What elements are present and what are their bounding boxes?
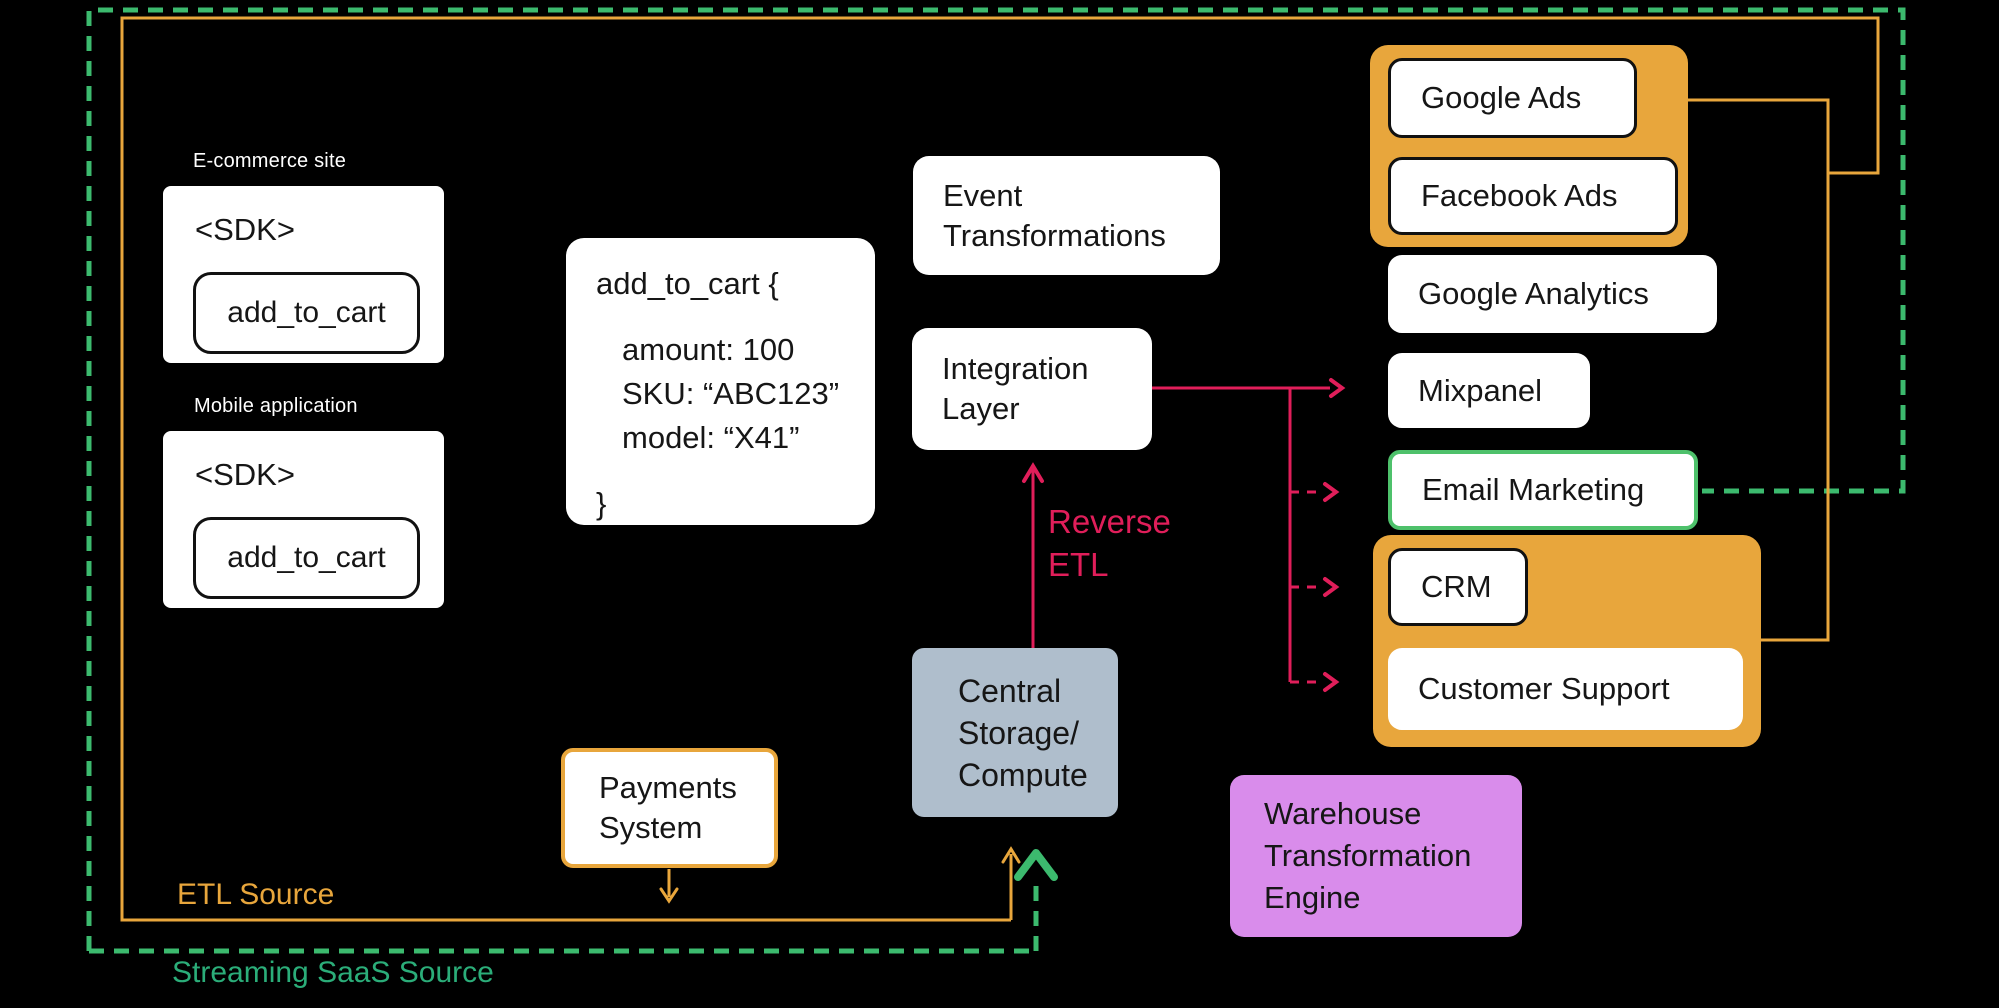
central-storage-node: Central Storage/ Compute: [912, 648, 1118, 817]
mobile-node: <SDK> add_to_cart: [163, 431, 444, 608]
event-payload-node: add_to_cart { amount: 100 SKU: “ABC123” …: [566, 238, 875, 525]
central-storage-line: Compute: [958, 756, 1088, 793]
crm-destinations-group: CRM Customer Support: [1373, 535, 1761, 747]
google-analytics-node: Google Analytics: [1388, 255, 1717, 333]
payments-arrowhead-icon: [659, 887, 679, 904]
payload-line: amount: 100: [622, 332, 795, 367]
email-marketing-node: Email Marketing: [1388, 450, 1698, 530]
payload-line: model: “X41”: [622, 420, 800, 455]
ads-destinations-group: Google Ads Facebook Ads: [1370, 45, 1688, 247]
ecommerce-node: <SDK> add_to_cart: [163, 186, 444, 363]
payload-line: SKU: “ABC123”: [622, 376, 840, 411]
streaming-arrowhead-icon: [1014, 849, 1058, 881]
crm-arrowhead-icon: [1323, 577, 1340, 597]
central-storage-line: Central: [958, 672, 1062, 709]
payload-line: add_to_cart {: [596, 266, 779, 301]
mobile-sdk-text: <SDK>: [195, 457, 295, 492]
reverse-etl-label: Reverse ETL: [1048, 503, 1171, 583]
event-transformations-node: Event Transformations: [913, 156, 1220, 275]
etl-source-label: ETL Source: [177, 878, 335, 911]
email-arrowhead-icon: [1323, 482, 1340, 502]
mobile-label: Mobile application: [194, 395, 358, 417]
payload-gap: [596, 306, 851, 328]
mixpanel-arrowhead-icon: [1329, 378, 1346, 398]
customer-support-node: Customer Support: [1388, 648, 1743, 730]
integration-layer-node: Integration Layer: [912, 328, 1152, 450]
google-ads-node: Google Ads: [1388, 58, 1637, 138]
warehouse-engine-node: Warehouse Transformation Engine: [1230, 775, 1522, 937]
etl-arrowhead-icon: [1001, 846, 1021, 864]
mobile-add-to-cart-chip: add_to_cart: [193, 517, 420, 599]
reverse-etl-arrowhead-icon: [1022, 462, 1044, 483]
central-storage-line: Storage/: [958, 714, 1079, 751]
payload-gap: [596, 460, 851, 482]
ecommerce-label: E-commerce site: [193, 150, 347, 172]
payload-line: }: [596, 486, 607, 521]
facebook-ads-node: Facebook Ads: [1388, 157, 1678, 235]
mixpanel-node: Mixpanel: [1388, 353, 1590, 428]
customer-support-arrowhead-icon: [1323, 672, 1340, 692]
streaming-source-label: Streaming SaaS Source: [172, 956, 494, 989]
ecommerce-sdk-text: <SDK>: [195, 212, 295, 247]
ecommerce-add-to-cart-chip: add_to_cart: [193, 272, 420, 354]
payments-system-node: Payments System: [561, 748, 778, 868]
crm-node: CRM: [1388, 548, 1528, 626]
